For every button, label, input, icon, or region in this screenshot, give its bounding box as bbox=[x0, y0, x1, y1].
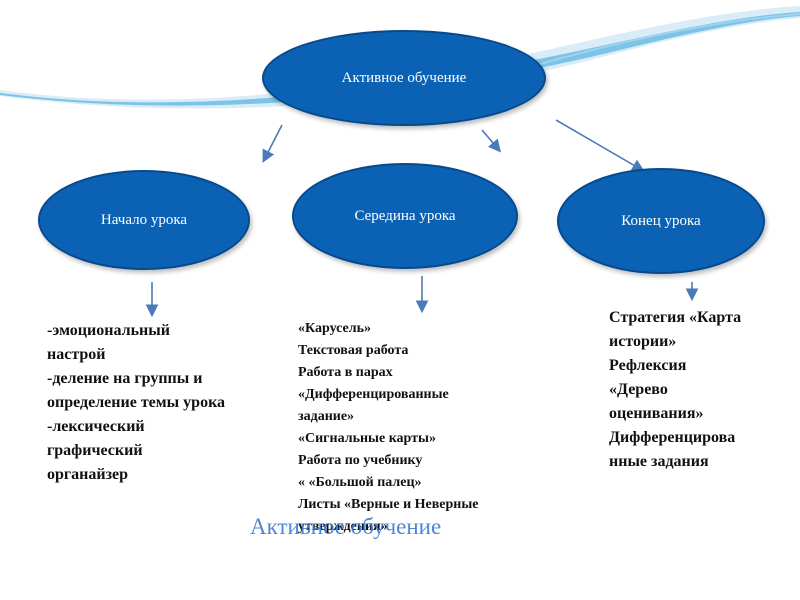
node-end-label: Конец урока bbox=[621, 213, 701, 229]
middle-activities-list: «Карусель» Текстовая работа Работа в пар… bbox=[298, 318, 479, 538]
list-item: «Сигнальные карты» bbox=[298, 431, 436, 446]
node-start-label: Начало урока bbox=[100, 212, 188, 228]
list-item: Листы «Верные и Неверные bbox=[298, 497, 479, 512]
list-item: -деление на группы и bbox=[47, 370, 203, 387]
node-middle-label: Середина урока bbox=[354, 208, 456, 224]
list-item: настрой bbox=[47, 346, 106, 363]
arrow-root-to-middle bbox=[481, 129, 502, 153]
node-root: Активное обучение bbox=[262, 30, 546, 126]
node-middle: Середина урока bbox=[292, 163, 518, 269]
arrow-root-to-start bbox=[262, 124, 283, 163]
list-item: оценивания» bbox=[609, 405, 704, 422]
list-item: определение темы урока bbox=[47, 394, 226, 411]
list-item: -эмоциональный bbox=[47, 322, 170, 339]
start-activities-list: -эмоциональный настрой -деление на групп… bbox=[47, 319, 225, 487]
list-item: -лексический bbox=[47, 418, 145, 435]
list-item: нные задания bbox=[609, 453, 709, 470]
list-item: задание» bbox=[298, 409, 355, 424]
list-item: «Дерево bbox=[609, 381, 668, 398]
list-item: Рефлексия bbox=[609, 357, 687, 374]
list-item: « «Большой палец» bbox=[298, 475, 422, 490]
list-item: Текстовая работа bbox=[298, 343, 409, 358]
node-end: Конец урока bbox=[557, 168, 765, 274]
list-item: Стратегия «Карта bbox=[609, 309, 742, 326]
end-activities-list: Стратегия «Карта истории» Рефлексия «Дер… bbox=[609, 306, 741, 474]
node-start: Начало урока bbox=[38, 170, 250, 270]
footer-title: Активное обучение bbox=[250, 514, 442, 539]
list-item: Работа в парах bbox=[298, 365, 393, 380]
node-root-label: Активное обучение bbox=[341, 70, 467, 86]
list-item: графический bbox=[47, 442, 143, 459]
list-item: утверждения» bbox=[298, 519, 388, 534]
arrow-root-to-end bbox=[555, 119, 645, 172]
list-item: истории» bbox=[609, 333, 677, 350]
list-item: «Карусель» bbox=[298, 321, 371, 336]
list-item: Работа по учебнику bbox=[298, 453, 423, 468]
list-item: органайзер bbox=[47, 466, 129, 483]
list-item: Дифференцирова bbox=[609, 429, 736, 446]
list-item: «Дифференцированные bbox=[298, 387, 449, 402]
